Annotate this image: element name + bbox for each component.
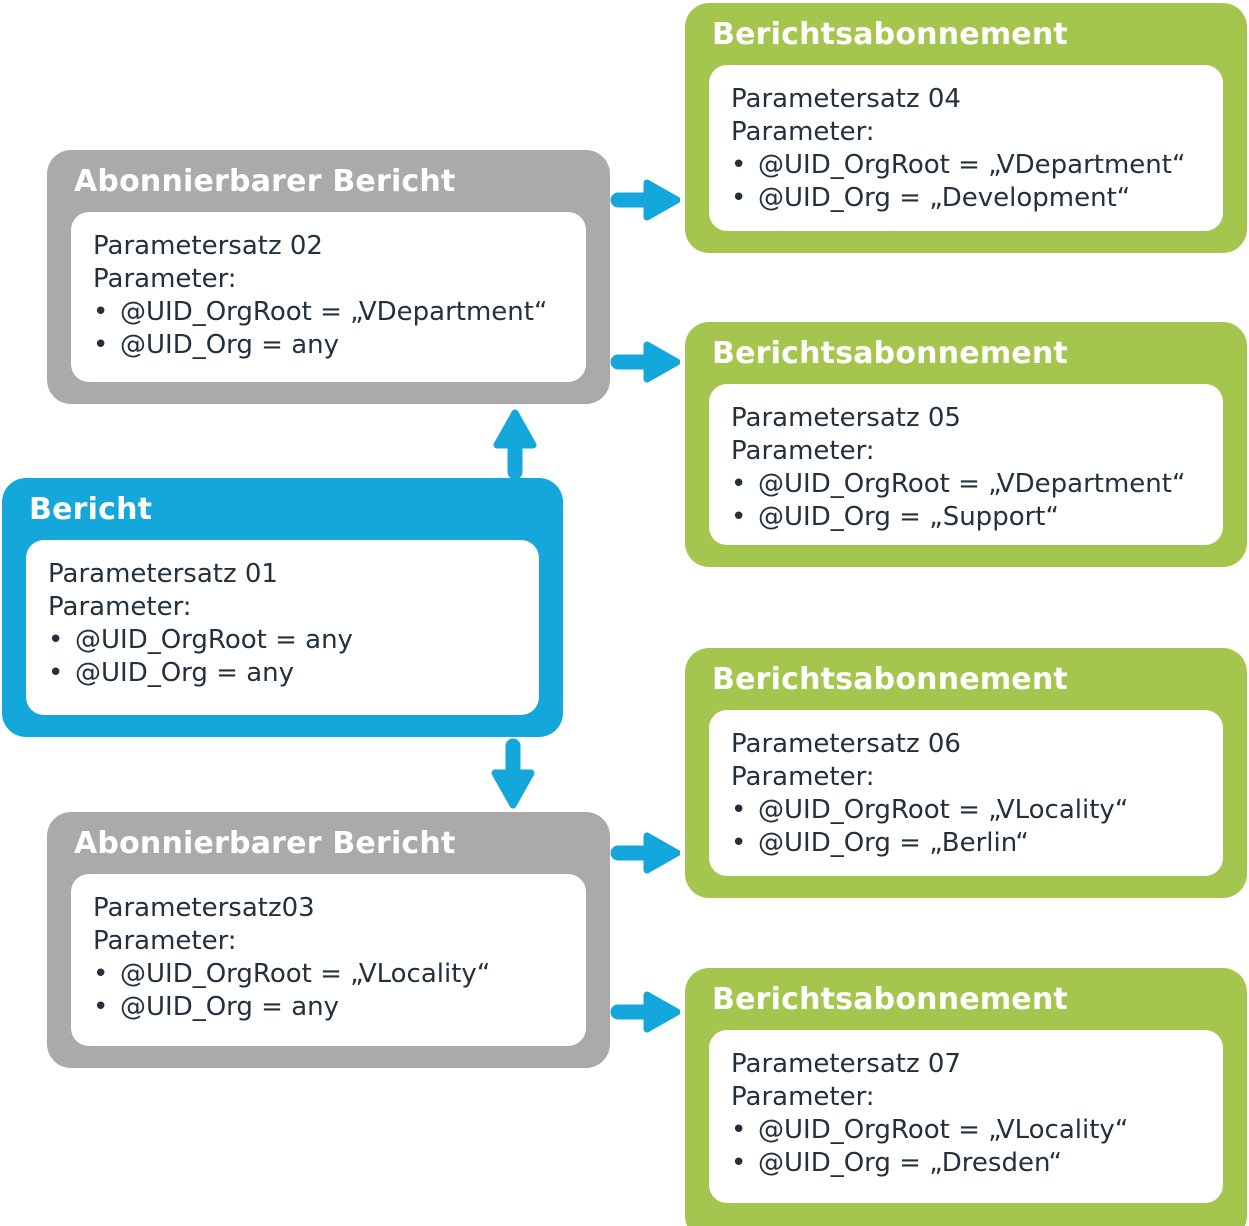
parameter-text: @UID_OrgRoot = „VLocality“: [758, 795, 1129, 825]
parameter-set-label: Parametersatz03: [93, 893, 315, 923]
box-title: Berichtsabonnement: [712, 982, 1068, 1017]
parameter-panel: Parametersatz 06 Parameter: • @UID_OrgRo…: [709, 710, 1223, 876]
bullet-icon: •: [93, 330, 109, 360]
parameter-label: Parameter:: [93, 926, 237, 956]
bullet-icon: •: [93, 992, 109, 1022]
parameter-text: @UID_OrgRoot = any: [75, 625, 353, 655]
parameter-label: Parameter:: [93, 264, 237, 294]
parameter-item: • @UID_OrgRoot = „VLocality“: [731, 1114, 1213, 1147]
arrow-right-subscribable-2-to-07-icon: [610, 991, 680, 1033]
parameter-item: • @UID_Org = „Berlin“: [731, 827, 1213, 860]
bullet-icon: •: [48, 658, 64, 688]
box-title: Bericht: [29, 492, 153, 527]
box-title: Berichtsabonnement: [712, 17, 1068, 52]
arrow-right-subscribable-1-to-04-icon: [610, 179, 680, 221]
bullet-icon: •: [731, 828, 747, 858]
parameter-set-label: Parametersatz 01: [48, 559, 278, 589]
box-title: Abonnierbarer Bericht: [74, 164, 456, 199]
parameter-item: • @UID_Org = „Dresden“: [731, 1147, 1213, 1180]
parameter-label: Parameter:: [731, 436, 875, 466]
parameter-text: @UID_Org = any: [120, 992, 340, 1022]
parameter-text: @UID_Org = „Dresden“: [758, 1148, 1063, 1178]
subscribable-report-2-box: Abonnierbarer Bericht Parametersatz03 Pa…: [47, 812, 610, 1068]
arrow-right-subscribable-1-to-05-icon: [610, 341, 680, 383]
parameter-text: @UID_OrgRoot = „VLocality“: [758, 1115, 1129, 1145]
subscription-06-box: Berichtsabonnement Parametersatz 06 Para…: [685, 648, 1247, 898]
parameter-label: Parameter:: [48, 592, 192, 622]
parameter-label: Parameter:: [731, 1082, 875, 1112]
parameter-panel: Parametersatz 04 Parameter: • @UID_OrgRo…: [709, 65, 1223, 231]
report-box: Bericht Parametersatz 01 Parameter: • @U…: [2, 478, 563, 737]
parameter-item: • @UID_OrgRoot = „VDepartment“: [731, 468, 1213, 501]
box-title: Berichtsabonnement: [712, 336, 1068, 371]
bullet-icon: •: [731, 795, 747, 825]
arrow-up-report-to-subscribable-1-icon: [493, 409, 537, 480]
parameter-panel: Parametersatz 01 Parameter: • @UID_OrgRo…: [26, 540, 539, 715]
parameter-panel: Parametersatz 07 Parameter: • @UID_OrgRo…: [709, 1030, 1223, 1203]
parameter-set-label: Parametersatz 05: [731, 403, 961, 433]
box-title: Abonnierbarer Bericht: [74, 826, 456, 861]
bullet-icon: •: [731, 1115, 747, 1145]
parameter-text: @UID_OrgRoot = „VDepartment“: [758, 150, 1186, 180]
parameter-set-label: Parametersatz 06: [731, 729, 961, 759]
parameter-panel: Parametersatz03 Parameter: • @UID_OrgRoo…: [71, 874, 586, 1046]
parameter-text: @UID_Org = „Berlin“: [758, 828, 1029, 858]
bullet-icon: •: [731, 469, 747, 499]
bullet-icon: •: [731, 1148, 747, 1178]
parameter-item: • @UID_OrgRoot = „VDepartment“: [731, 149, 1213, 182]
parameter-text: @UID_Org = „Support“: [758, 502, 1059, 532]
parameter-label: Parameter:: [731, 117, 875, 147]
parameter-text: @UID_OrgRoot = „VDepartment“: [120, 297, 548, 327]
parameter-set-label: Parametersatz 02: [93, 231, 323, 261]
box-title: Berichtsabonnement: [712, 662, 1068, 697]
subscription-07-box: Berichtsabonnement Parametersatz 07 Para…: [685, 968, 1247, 1226]
parameter-set-label: Parametersatz 07: [731, 1049, 961, 1079]
bullet-icon: •: [93, 297, 109, 327]
parameter-item: • @UID_Org = „Development“: [731, 182, 1213, 215]
bullet-icon: •: [93, 959, 109, 989]
bullet-icon: •: [731, 183, 747, 213]
parameter-text: @UID_OrgRoot = „VLocality“: [120, 959, 491, 989]
parameter-item: • @UID_Org = any: [93, 329, 576, 362]
parameter-text: @UID_OrgRoot = „VDepartment“: [758, 469, 1186, 499]
parameter-item: • @UID_OrgRoot = „VLocality“: [93, 958, 576, 991]
parameter-panel: Parametersatz 05 Parameter: • @UID_OrgRo…: [709, 384, 1223, 545]
bullet-icon: •: [731, 150, 747, 180]
parameter-text: @UID_Org = any: [120, 330, 340, 360]
parameter-text: @UID_Org = any: [75, 658, 295, 688]
parameter-item: • @UID_OrgRoot = „VDepartment“: [93, 296, 576, 329]
parameter-item: • @UID_Org = any: [93, 991, 576, 1024]
bullet-icon: •: [731, 502, 747, 532]
parameter-item: • @UID_OrgRoot = any: [48, 624, 529, 657]
parameter-label: Parameter:: [731, 762, 875, 792]
bullet-icon: •: [48, 625, 64, 655]
subscription-04-box: Berichtsabonnement Parametersatz 04 Para…: [685, 3, 1247, 253]
parameter-set-label: Parametersatz 04: [731, 84, 961, 114]
subscribable-report-1-box: Abonnierbarer Bericht Parametersatz 02 P…: [47, 150, 610, 404]
subscription-05-box: Berichtsabonnement Parametersatz 05 Para…: [685, 322, 1247, 567]
parameter-panel: Parametersatz 02 Parameter: • @UID_OrgRo…: [71, 212, 586, 382]
arrow-right-subscribable-2-to-06-icon: [610, 832, 680, 874]
arrow-down-report-to-subscribable-2-icon: [491, 738, 535, 809]
parameter-item: • @UID_OrgRoot = „VLocality“: [731, 794, 1213, 827]
parameter-item: • @UID_Org = „Support“: [731, 501, 1213, 534]
parameter-text: @UID_Org = „Development“: [758, 183, 1131, 213]
parameter-item: • @UID_Org = any: [48, 657, 529, 690]
